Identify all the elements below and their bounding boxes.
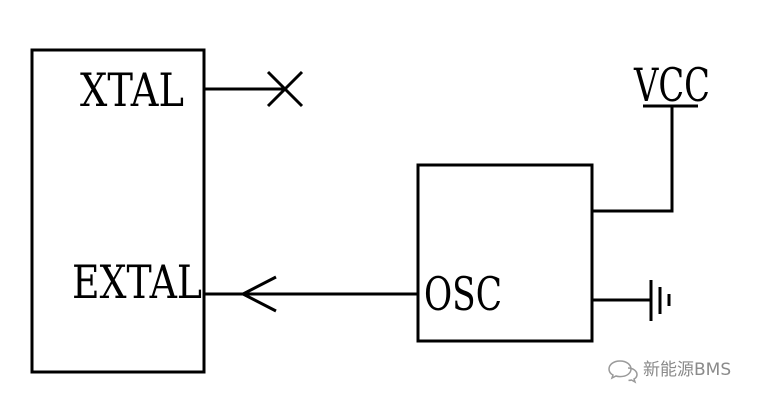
watermark-text: 新能源BMS: [643, 360, 731, 380]
arrow-left-icon: [239, 275, 277, 313]
osc-label: OSC: [424, 267, 502, 321]
wechat-icon: [608, 360, 638, 384]
extal-label: EXTAL: [72, 255, 202, 309]
vcc-label: VCC: [633, 58, 710, 112]
xtal-label: XTAL: [80, 63, 184, 117]
osc-block: [416, 163, 594, 343]
vcc-wire: [592, 106, 674, 213]
ground-icon: [649, 280, 671, 321]
mcu-block: [30, 48, 206, 374]
no-connect-cross-icon: [266, 70, 304, 108]
